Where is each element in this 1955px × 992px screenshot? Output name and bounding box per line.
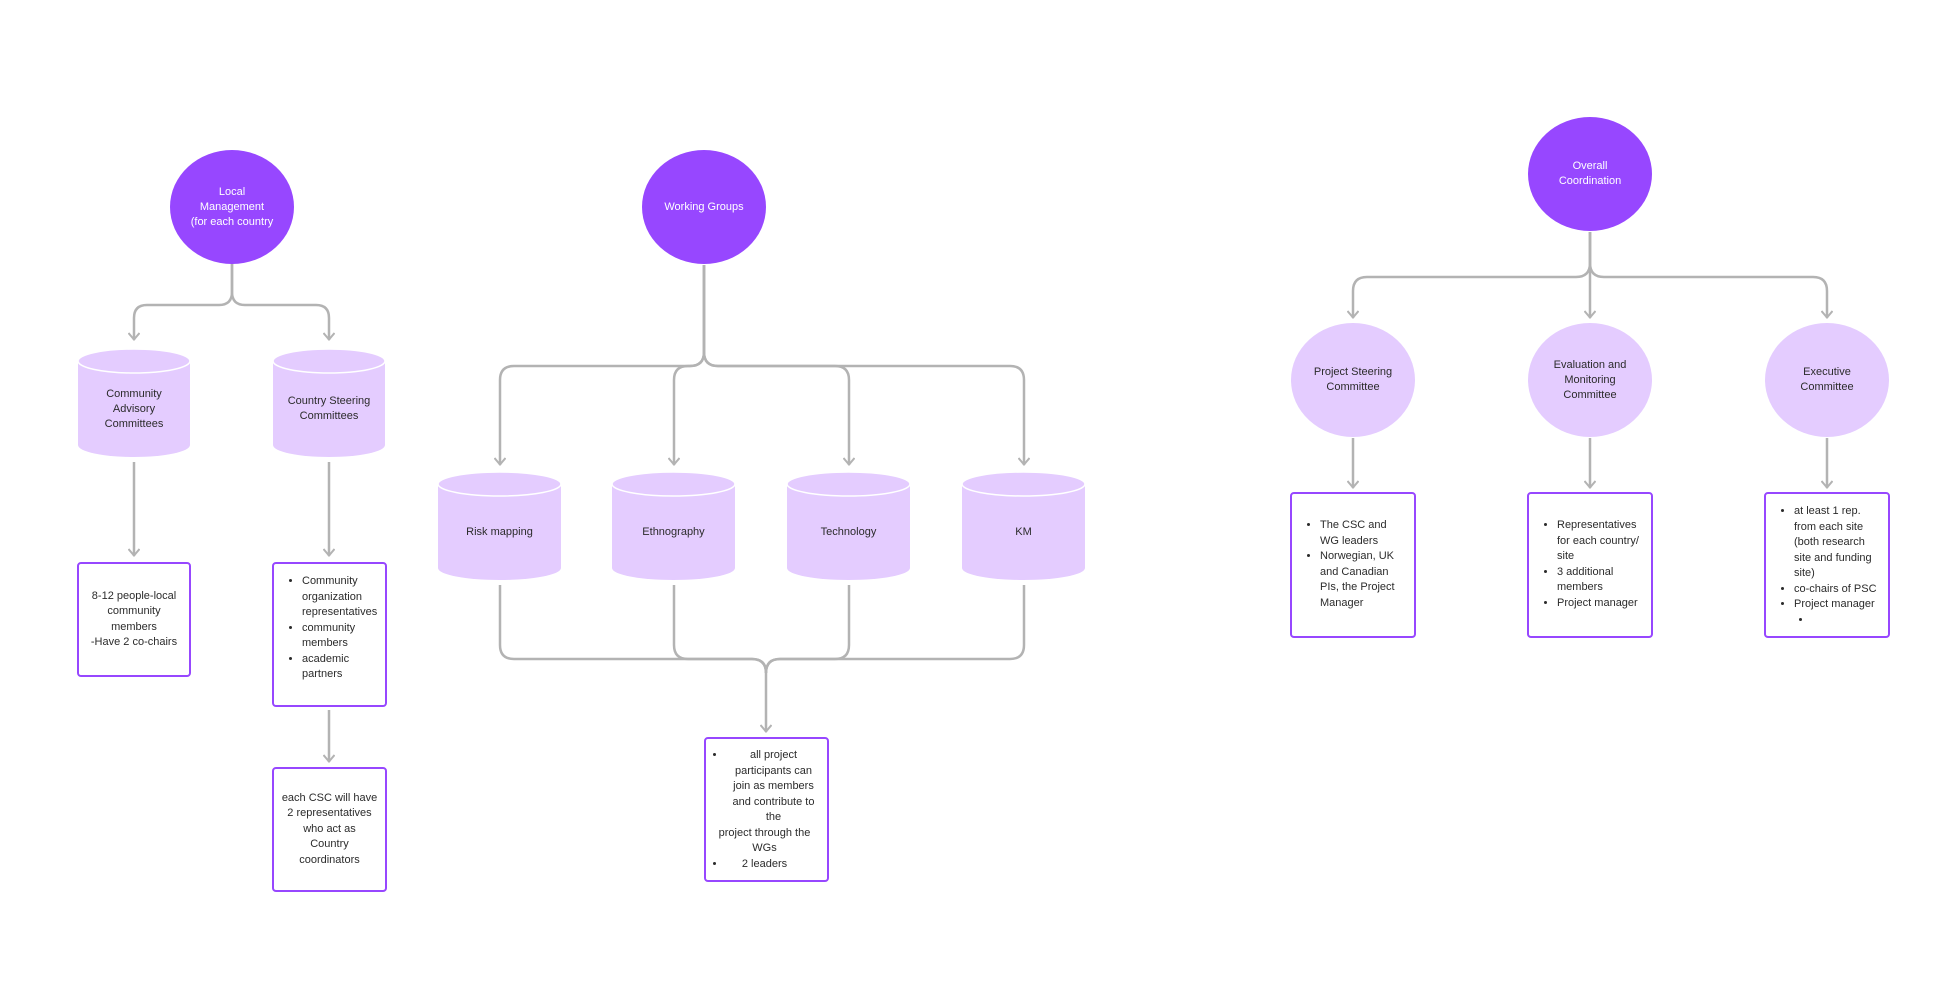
list-item: Project manager [1794, 597, 1880, 613]
list-item: project through the WGs [718, 826, 811, 855]
cac-details-text: 8-12 people-local community members -Hav… [90, 589, 178, 649]
csc-coordinators-box: each CSC will have 2 representatives who… [272, 767, 387, 892]
list-item: at least 1 rep. from each site (both res… [1794, 504, 1880, 582]
list-item: academic partners [302, 652, 379, 683]
country-steering-committees-label: Country Steering Committees [287, 395, 371, 422]
connector-km-to-details [764, 585, 1026, 674]
technology-label: Technology [820, 525, 877, 538]
list-item: co-chairs of PSC [1794, 582, 1880, 598]
emc-members-box: Representatives for each country/ site 3… [1527, 492, 1653, 638]
psc-members-list: The CSC and WG leaders Norwegian, UK and… [1302, 518, 1406, 611]
emc-members-list: Representatives for each country/ site 3… [1539, 518, 1643, 611]
list-item: community members [302, 621, 379, 652]
connector-wg-to-km [702, 265, 1024, 465]
project-steering-committee-node: Project Steering Committee [1291, 323, 1415, 437]
list-item: The CSC and WG leaders [1320, 518, 1406, 549]
connector-oc-to-psc [1353, 232, 1592, 318]
list-item [1812, 613, 1880, 629]
list-item: Community organization representatives [302, 574, 379, 621]
connector-wg-to-ethno [674, 265, 706, 465]
list-item: Project manager [1557, 596, 1643, 612]
list-item: 3 additional members [1557, 565, 1643, 596]
overall-coordination-node: Overall Coordination [1528, 117, 1652, 231]
risk-mapping-label: Risk mapping [466, 525, 533, 538]
working-groups-node: Working Groups [642, 150, 766, 264]
csc-members-list: Community organization representatives c… [284, 574, 379, 683]
technology-cylinder: Technology [787, 470, 910, 582]
executive-committee-node: Executive Committee [1765, 323, 1889, 437]
community-advisory-committees-cylinder: Community Advisory Committees [78, 347, 190, 459]
risk-mapping-cylinder: Risk mapping [438, 470, 561, 582]
local-management-node: Local Management (for each country [170, 150, 294, 264]
cylinder-shape [438, 471, 561, 580]
exec-members-list: at least 1 rep. from each site (both res… [1776, 504, 1880, 628]
km-label: KM [1015, 525, 1032, 538]
cylinder-shape [612, 471, 735, 580]
cac-details-box: 8-12 people-local community members -Hav… [77, 562, 191, 677]
list-item: Norwegian, UK and Canadian PIs, the Proj… [1320, 549, 1406, 611]
cylinder-shape [273, 348, 385, 457]
csc-coordinators-text: each CSC will have 2 representatives who… [281, 791, 378, 866]
exec-members-box: at least 1 rep. from each site (both res… [1764, 492, 1890, 638]
evaluation-monitoring-committee-node: Evaluation and Monitoring Committee [1528, 323, 1652, 437]
km-cylinder: KM [962, 470, 1085, 582]
working-groups-details-box: all project participants can join as mem… [704, 737, 829, 882]
list-item: 2 leaders [726, 857, 821, 873]
connector-ethno-to-details [672, 585, 768, 674]
csc-members-box: Community organization representatives c… [272, 562, 387, 707]
cylinder-shape [787, 471, 910, 580]
list-item: all project participants can join as mem… [726, 748, 821, 826]
connector-oc-to-exec [1588, 232, 1827, 318]
country-steering-committees-cylinder: Country Steering Committees [273, 347, 385, 459]
cylinder-shape [962, 471, 1085, 580]
community-advisory-committees-label: Community Advisory Committees [104, 387, 164, 430]
ethnography-cylinder: Ethnography [612, 470, 735, 582]
psc-members-box: The CSC and WG leaders Norwegian, UK and… [1290, 492, 1416, 638]
cylinder-shape [78, 348, 190, 457]
working-groups-details-list: all project participants can join as mem… [712, 748, 821, 872]
list-item: Representatives for each country/ site [1557, 518, 1643, 565]
ethnography-label: Ethnography [642, 525, 705, 538]
connector-local-to-csc [230, 262, 329, 340]
connector-local-to-cac [134, 262, 234, 340]
